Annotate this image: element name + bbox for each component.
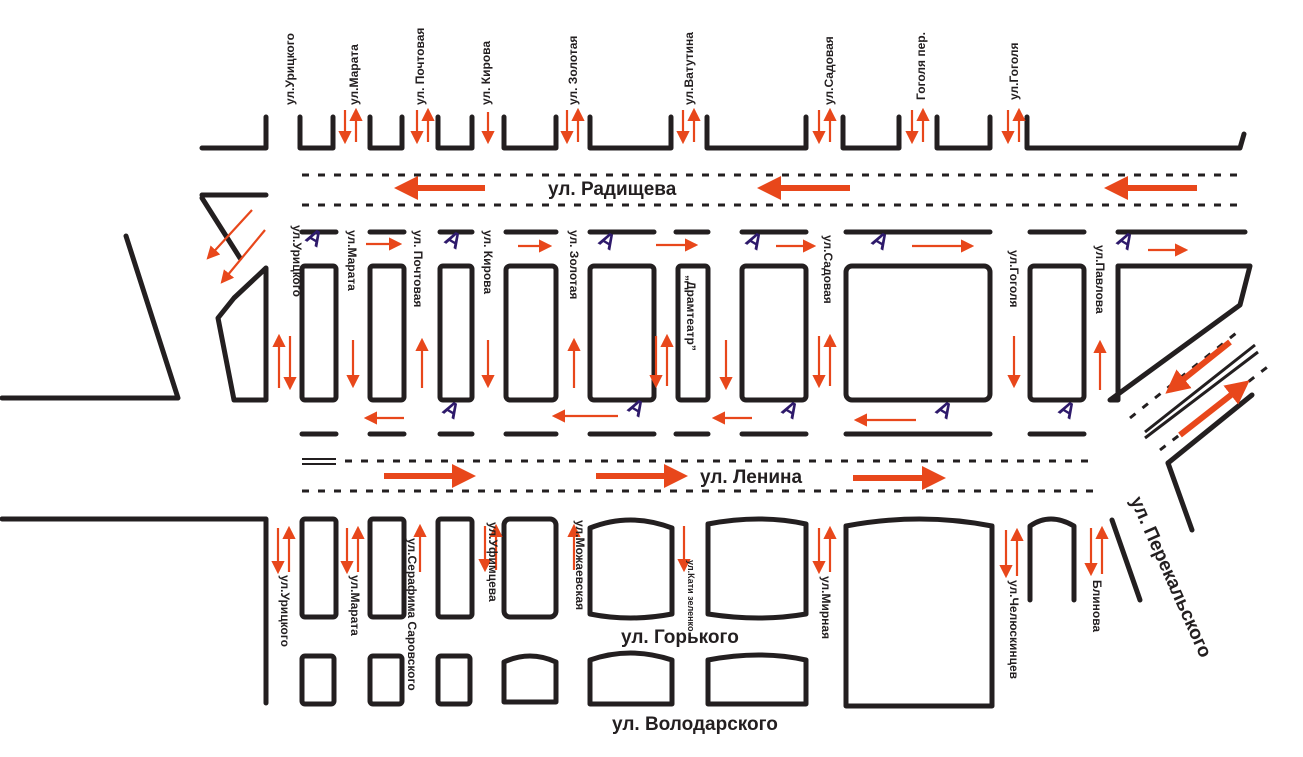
middle-street-labels: ул.Урицкого ул.Марата ул. Почтовая ул. К…	[290, 225, 1107, 351]
lenina-eastbound-arrows	[384, 464, 946, 490]
label-vatutina-top: ул.Ватутина	[682, 32, 696, 105]
label-zolotaya-top: ул. Золотая	[566, 36, 580, 105]
street-label-lenina: ул. Ленина	[700, 467, 802, 488]
label-pavlova-mid: ул.Павлова	[1093, 245, 1107, 314]
label-pochtovaya-mid: ул. Почтовая	[411, 230, 425, 307]
label-gogolya-top: ул.Гоголя	[1007, 42, 1021, 100]
label-mirnaya: ул.Мирная	[819, 576, 833, 639]
arrow-diagonal	[220, 229, 266, 284]
label-ufimtseva: ул.Уфимцева	[486, 522, 500, 602]
label-gogolya-per-top: Гоголя пер.	[914, 32, 928, 100]
label-blinova: Блинова	[1090, 580, 1104, 632]
street-label-radishcheva: ул. Радищева	[548, 179, 677, 200]
label-kirova-mid: ул. Кирова	[481, 230, 495, 294]
label-uritskogo-top: ул.Урицкого	[283, 33, 297, 105]
label-gogolya-mid: ул.Гоголя	[1007, 250, 1021, 308]
label-uritskogo-mid: ул.Урицкого	[290, 225, 304, 297]
street-label-volodarskogo: ул. Володарского	[612, 714, 778, 735]
arrow-diagonal	[206, 209, 253, 260]
south-side-street-arrows	[271, 523, 1109, 579]
arrow-perekalskogo-out	[1178, 380, 1250, 438]
middle-blocks	[299, 263, 1253, 403]
west-area	[0, 192, 269, 403]
label-pochtovaya-top: ул. Почтовая	[413, 28, 427, 105]
middle-vertical-arrows	[272, 333, 1107, 391]
label-sadovaya-top: ул.Садовая	[822, 36, 836, 105]
south-street-labels: ул.Урицкого ул.Марата ул.Серафима Саровс…	[278, 520, 1104, 691]
street-label-gorkogo: ул. Горького	[621, 627, 739, 648]
label-marata-bottom: ул.Марата	[348, 575, 362, 636]
middle-horizontal-arrows	[363, 237, 1189, 427]
label-marata-mid: ул.Марата	[345, 230, 359, 291]
label-serafima: ул.Серафима Саровского	[405, 538, 419, 691]
label-kirova-top: ул. Кирова	[479, 41, 493, 105]
bus-stop-icon: А	[441, 225, 467, 255]
arrow-perekalskogo-in	[1165, 339, 1232, 394]
label-zolotaya-mid: ул. Золотая	[567, 230, 581, 299]
label-kati-zelenko: ул.Кати зеленко	[686, 560, 696, 632]
north-side-street-arrows	[338, 107, 1026, 145]
street-label-perekalskogo: ул. Перекальского	[1125, 493, 1215, 660]
north-street-labels: ул.Урицкого ул.Марата ул. Почтовая ул. К…	[283, 28, 1021, 105]
bus-stop-icon: А	[302, 223, 328, 253]
label-uritskogo-bottom: ул.Урицкого	[278, 575, 292, 647]
label-dramteatr: „Драмтеатр”	[684, 275, 698, 351]
label-mozhaevskaya: ул.Можаевская	[573, 520, 587, 610]
bus-stop-icon: А	[624, 393, 650, 423]
label-sadovaya-mid: ул.Садовая	[821, 235, 835, 304]
label-chelyuskintsev: ул.Челюскинцев	[1007, 580, 1021, 679]
label-marata-top: ул.Марата	[347, 44, 361, 105]
south-blocks	[0, 516, 1077, 709]
middle-band-edges	[299, 229, 1248, 437]
north-blocks	[199, 114, 1247, 151]
